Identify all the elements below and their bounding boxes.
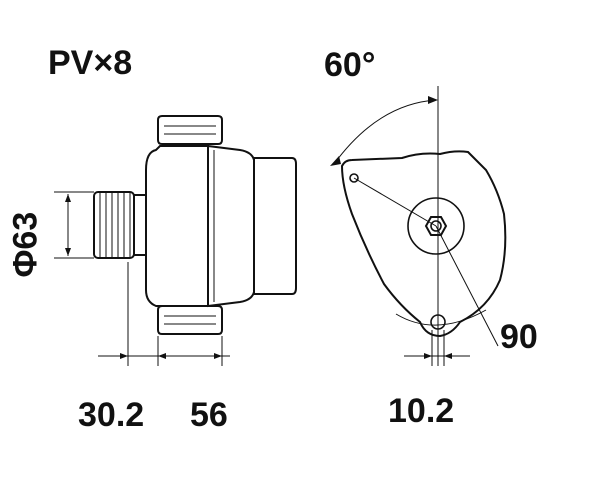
body-length-label: 56: [190, 396, 228, 434]
length-dimension: [98, 262, 230, 366]
front-housing: [145, 145, 209, 307]
pulley: [93, 191, 135, 259]
pulley-offset-label: 30.2: [78, 396, 145, 434]
diameter-dimension: [54, 191, 94, 259]
rear-housing: [207, 144, 255, 308]
pulley-diameter-label: Φ63: [6, 211, 45, 278]
top-mount-lug: [157, 115, 223, 145]
rear-cap: [253, 157, 297, 295]
end-view: [330, 86, 507, 366]
belt-type-label: PV×8: [48, 44, 133, 82]
shaft-boss: [407, 197, 465, 255]
mount-offset-label: 10.2: [388, 392, 455, 430]
mount-radius-label: 90: [500, 318, 538, 356]
shaft-spacer: [133, 194, 147, 256]
angle-label: 60°: [324, 46, 376, 84]
bottom-mount-lug: [157, 305, 223, 335]
side-view: [54, 115, 297, 366]
upper-mount-hole: [349, 173, 359, 183]
end-housing: [340, 150, 507, 338]
